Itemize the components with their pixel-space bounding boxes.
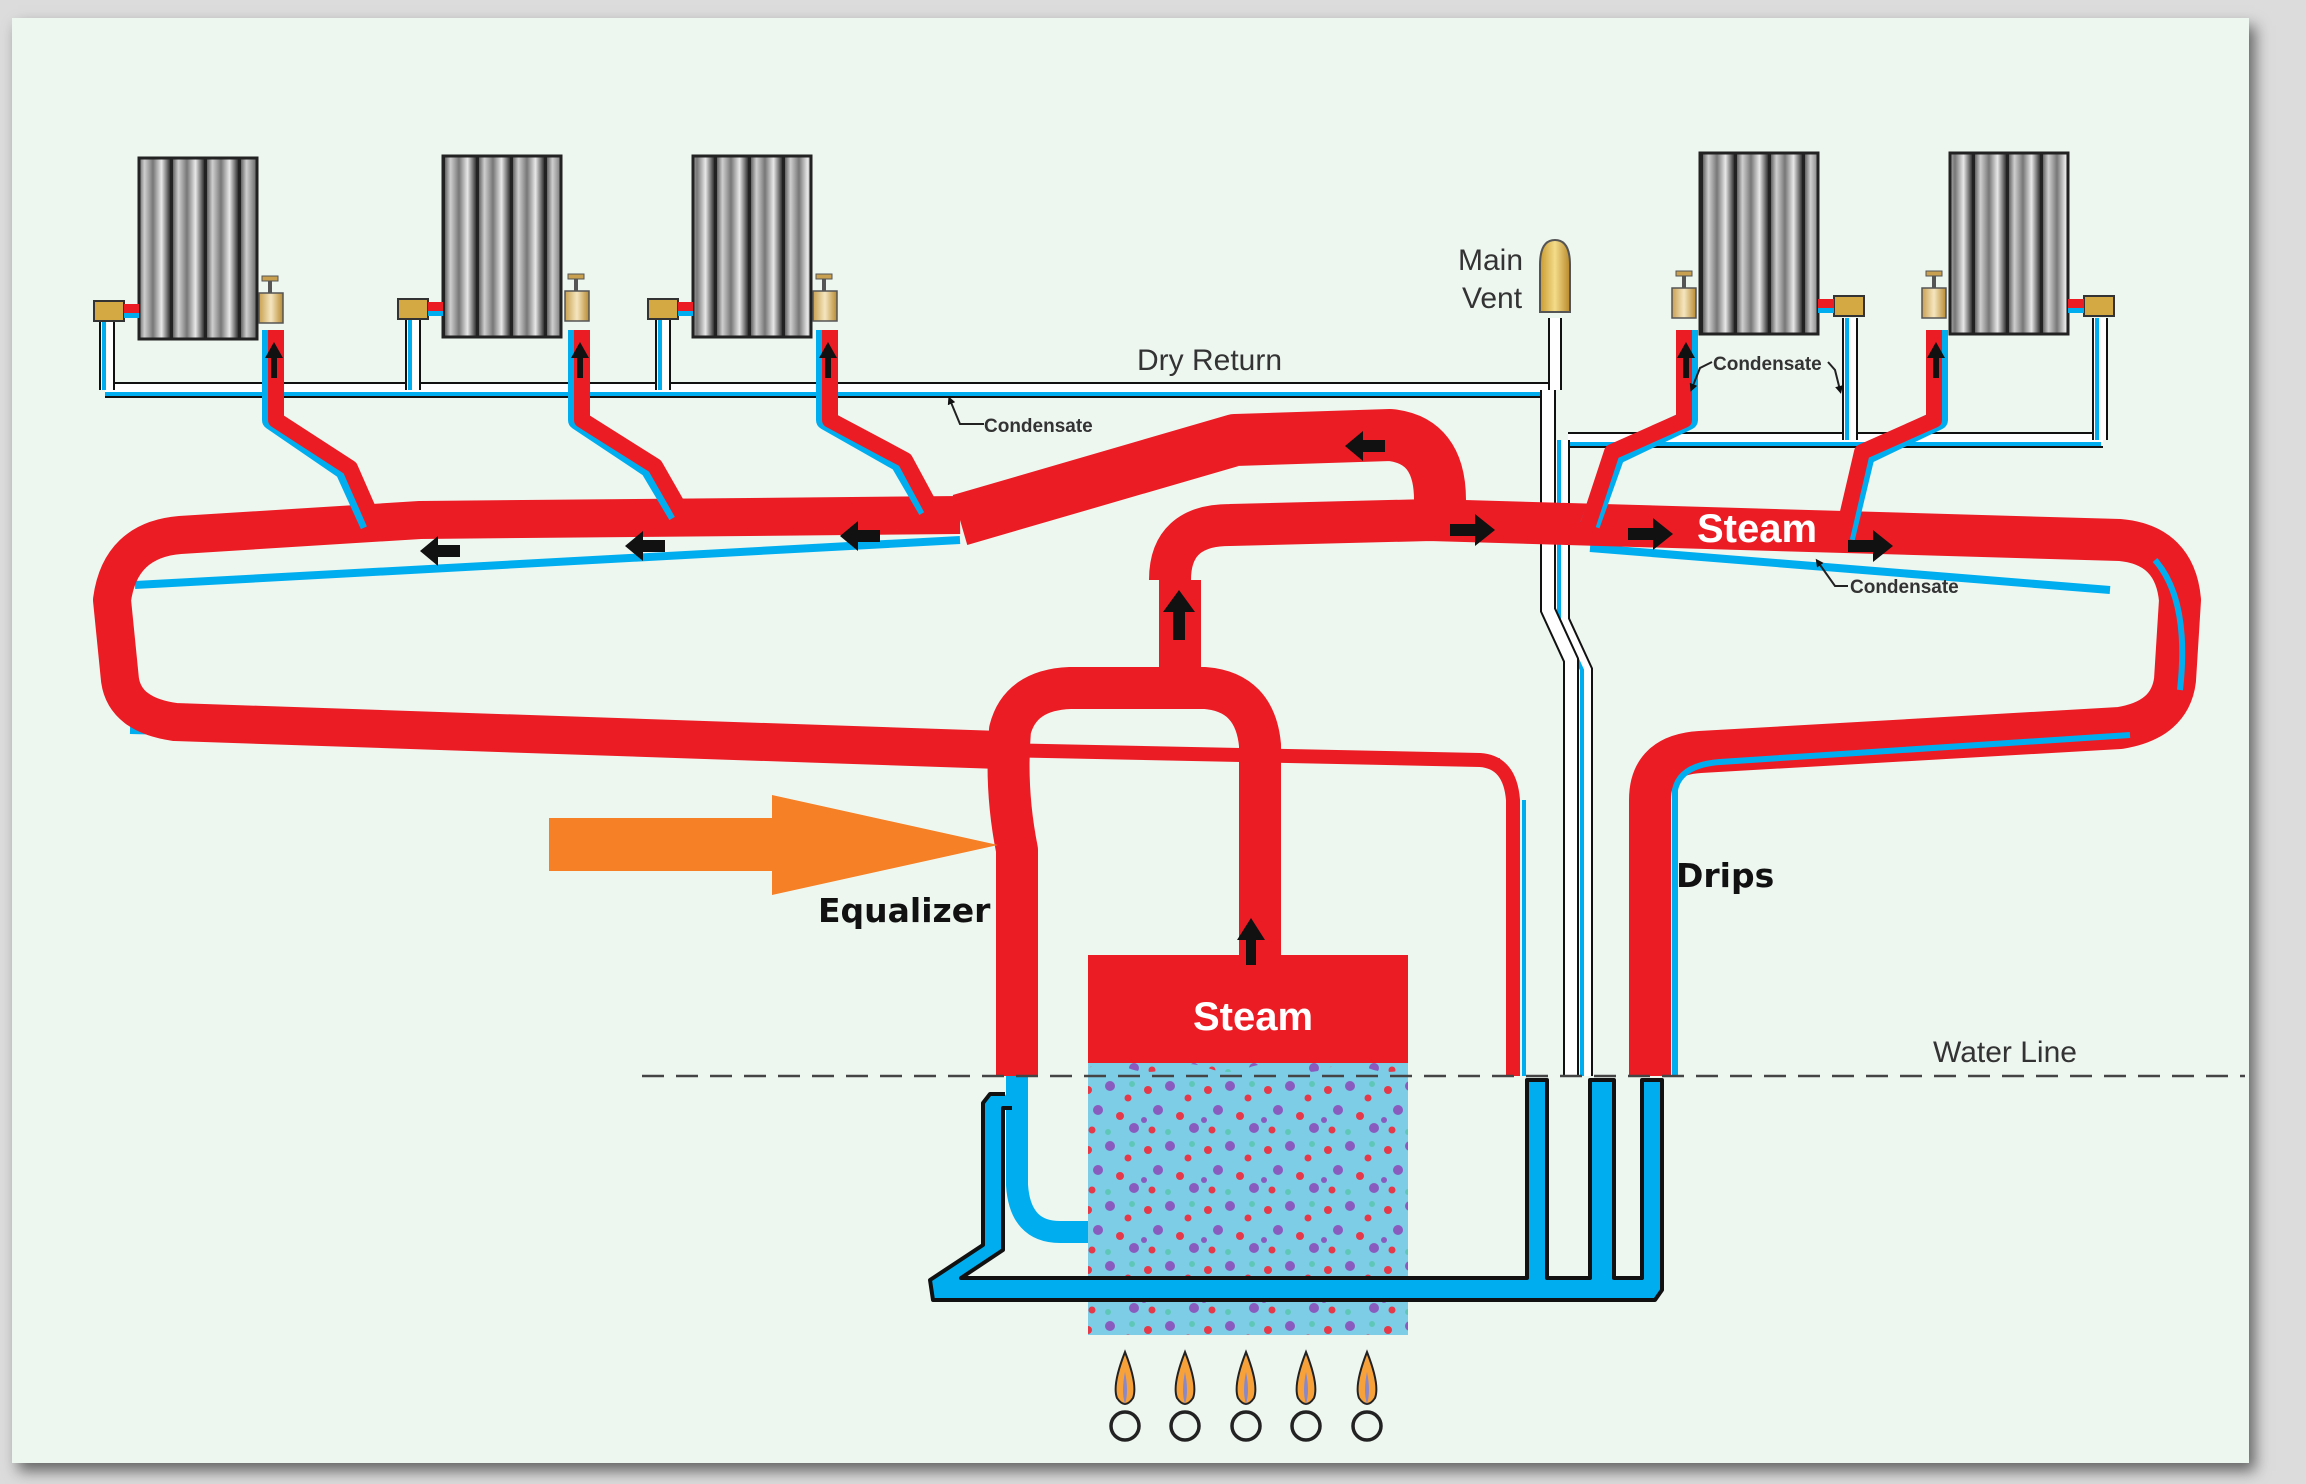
condensate-label-main: Condensate [1850, 577, 1959, 598]
flow-arrow-up-icon [1237, 918, 1265, 965]
burner-flame-icon [1109, 1349, 1141, 1442]
radiator-2 [397, 154, 590, 339]
flow-arrow-right-icon [1628, 518, 1673, 550]
flow-arrow-up-icon [1927, 342, 1945, 378]
flow-arrow-up-icon [819, 342, 837, 378]
wet-return [928, 1076, 1664, 1302]
flow-arrow-up-icon [571, 342, 589, 378]
dry-return-label: Dry Return [1137, 344, 1282, 377]
flow-arrow-right-icon [1848, 530, 1893, 562]
condensate-label-radiator: Condensate [1713, 354, 1822, 375]
radiator-4 [1671, 151, 1865, 336]
flow-arrow-left-icon [625, 531, 665, 561]
burner-flame-icon [1169, 1349, 1201, 1442]
flow-arrow-left-icon [1345, 431, 1385, 461]
flow-arrow-left-icon [420, 536, 460, 566]
radiator-5 [1921, 151, 2115, 336]
burners [1109, 1349, 1383, 1442]
flow-arrow-right-icon [1450, 514, 1495, 546]
flow-arrow-up-icon [1163, 590, 1195, 640]
burner-flame-icon [1351, 1349, 1383, 1442]
flow-arrow-left-icon [840, 521, 880, 551]
burner-flame-icon [1230, 1349, 1262, 1442]
steam-main [93, 409, 2201, 1076]
main-vent-icon [1539, 238, 1571, 313]
condensate-label-dry-return: Condensate [984, 416, 1093, 437]
condensate-leaders [947, 361, 1848, 587]
flow-arrow-up-icon [1677, 342, 1695, 378]
main-vent-label-line1: Main [1458, 244, 1523, 277]
boiler-header [987, 667, 1281, 1076]
radiator-1 [93, 156, 284, 341]
main-vent-label-line2: Vent [1462, 282, 1523, 315]
radiator-3 [647, 154, 838, 339]
water-line-label: Water Line [1933, 1036, 2077, 1069]
drips-label: Drips [1676, 856, 1774, 895]
highlight-arrow-icon [549, 795, 998, 895]
boiler-steam-label: Steam [1193, 995, 1313, 1039]
flow-arrows [265, 342, 1945, 965]
steam-main-label: Steam [1697, 507, 1817, 551]
equalizer-label: Equalizer [818, 891, 991, 930]
burner-flame-icon [1290, 1349, 1322, 1442]
flow-arrow-up-icon [265, 342, 283, 378]
